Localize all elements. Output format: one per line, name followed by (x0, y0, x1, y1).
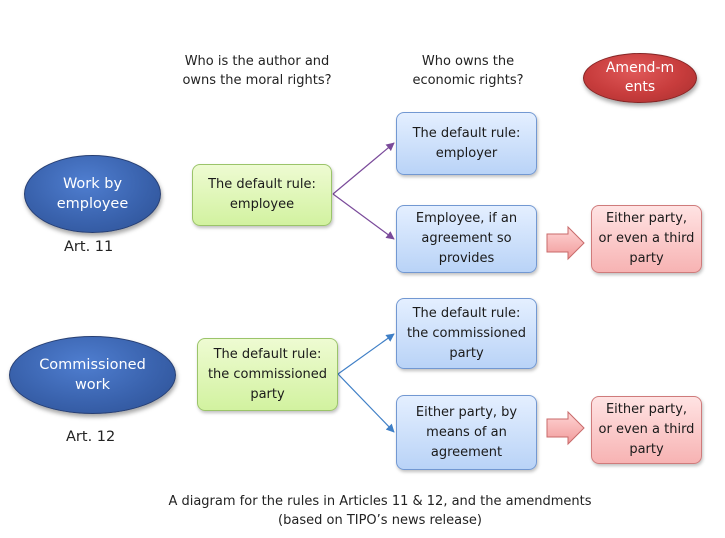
employer-economic-box: The default rule: employer (396, 112, 537, 175)
employee-amendment-text: Either party, or even a third party (598, 211, 695, 266)
commissioned-default-box: The default rule: the commissioned party (396, 298, 537, 369)
commissioned-default-text: The default rule: the commissioned party (406, 305, 527, 361)
commissioned-author-text: The default rule: the commissioned party (207, 346, 328, 402)
employee-author-text: The default rule: employee (208, 177, 316, 212)
arrow-employee-to-employer (332, 142, 395, 195)
commissioned-amendment-text: Either party, or even a third party (598, 402, 695, 457)
article-12-label: Art. 12 (66, 429, 116, 445)
arrow-employee-to-alt (332, 193, 395, 240)
diagram-caption: A diagram for the rules in Articles 11 &… (120, 492, 640, 530)
arrow-commissioned-to-alt (337, 373, 395, 433)
employee-agreement-box: Employee, if an agreement so provides (396, 205, 537, 273)
arrow-commissioned-to-default (337, 333, 395, 375)
employee-agreement-text: Employee, if an agreement so provides (415, 211, 518, 266)
block-arrow-employee-amendment (546, 225, 585, 261)
employer-economic-text: The default rule: employer (412, 125, 521, 161)
work-by-employee-label: Work by employee (56, 176, 129, 212)
amendments-label: Amend-ments (605, 60, 675, 95)
work-by-employee-ellipse: Work by employee (24, 155, 161, 233)
amendments-ellipse: Amend-ments (583, 53, 697, 103)
employee-amendment-box: Either party, or even a third party (591, 205, 702, 273)
caption-line-2: (based on TIPO’s news release) (278, 513, 482, 528)
commissioned-agreement-text: Either party, by means of an agreement (415, 404, 518, 460)
employee-author-box: The default rule: employee (192, 164, 332, 226)
article-11-label: Art. 11 (64, 239, 114, 255)
block-arrow-commissioned-amendment (546, 410, 585, 446)
commissioned-author-box: The default rule: the commissioned party (197, 338, 338, 411)
header-economic-rights: Who owns the economic rights? (412, 54, 524, 88)
commissioned-amendment-box: Either party, or even a third party (591, 396, 702, 464)
commissioned-agreement-box: Either party, by means of an agreement (396, 395, 537, 470)
commissioned-work-ellipse: Commissioned work (9, 336, 176, 414)
caption-line-1: A diagram for the rules in Articles 11 &… (168, 494, 592, 509)
commissioned-work-label: Commissioned work (39, 357, 146, 393)
header-author-moral-rights: Who is the author and owns the moral rig… (182, 54, 332, 88)
